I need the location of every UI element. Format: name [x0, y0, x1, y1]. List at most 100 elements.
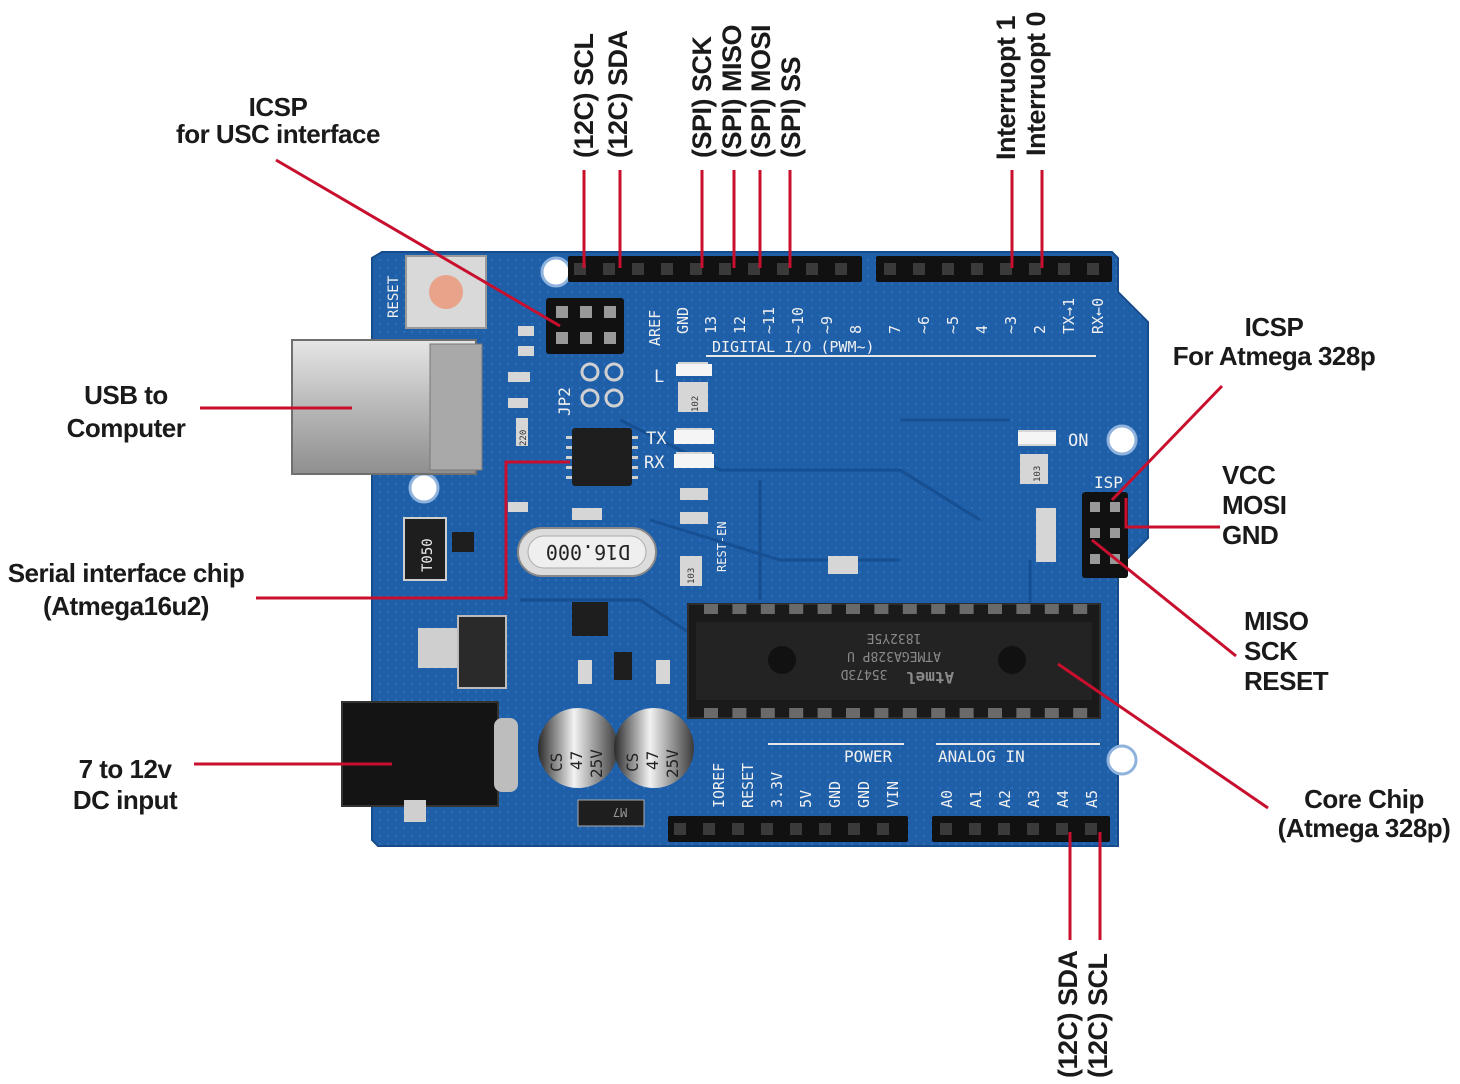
callout-vcc: VCC [1222, 460, 1276, 490]
chip-pin [902, 708, 917, 718]
chip-pin [817, 604, 832, 614]
callout-icsp-atmega-line2: For Atmega 328p [1172, 341, 1376, 371]
silk-cap-v-1: 25V [587, 749, 606, 778]
small-ic [572, 602, 608, 636]
dc-jack [341, 701, 499, 807]
header-hole [1085, 823, 1097, 835]
callout-serial-chip-line2: (Atmega16u2) [43, 591, 209, 621]
callout-icsp-usb-line2: for USC interface [176, 119, 380, 149]
header-hole [1058, 263, 1070, 275]
callout-core-chip: Core Chip (Atmega 328p) [1268, 784, 1460, 844]
chip-pin [1016, 604, 1031, 614]
callout-icsp-usb-line1: ICSP [248, 92, 308, 122]
silk-cap-val-2: 47 [643, 751, 662, 770]
silk-on: ON [1068, 431, 1088, 451]
t050-part [403, 517, 447, 581]
digital-pin-label: 2 [1031, 325, 1049, 334]
jp2-pads [580, 362, 624, 408]
l-led [676, 364, 712, 376]
chip-pin [1044, 708, 1059, 718]
diode [577, 799, 645, 827]
chip-pin [959, 604, 974, 614]
callout-usb: USB to Computer [52, 380, 200, 444]
analog-pin-label: A2 [996, 790, 1014, 808]
chip-pin [760, 708, 775, 718]
power-pin-label: IOREF [710, 763, 728, 808]
digital-pin-label: 13 [702, 316, 720, 334]
silk-cap-cs-1: CS [547, 753, 566, 772]
chip-pin [988, 604, 1002, 614]
chip-pin [902, 604, 917, 614]
power-pin-label: GND [826, 781, 844, 808]
header-hole [719, 263, 731, 275]
header-hole [942, 263, 954, 275]
chip-pin [817, 708, 832, 718]
digital-pin-label: ~9 [818, 316, 836, 334]
chip-pin [704, 604, 718, 614]
digital-pin-label: RX←0 [1089, 298, 1107, 334]
chip-pin [874, 708, 889, 718]
chip-pin [732, 708, 747, 718]
header-hole [806, 263, 818, 275]
header-hole [1087, 263, 1099, 275]
header-hole [835, 263, 847, 275]
header-hole [748, 263, 760, 275]
chip-pin [704, 708, 718, 718]
header-hole [913, 263, 925, 275]
header-hole [690, 263, 702, 275]
silk-rx: RX [644, 453, 665, 473]
voltage-regulator [418, 628, 458, 668]
callout-dc-input-line2: DC input [72, 785, 178, 815]
silk-220: 220 [519, 430, 529, 446]
digital-pin-label: ~11 [760, 307, 778, 334]
silk-jp2: JP2 [555, 387, 574, 416]
silk-rest-en: REST-EN [715, 521, 729, 572]
power-pin-label: VIN [884, 781, 902, 808]
silk-gnd: GND [674, 307, 692, 334]
chip-pin [789, 604, 804, 614]
top-label-spi-ss: (SPI) SS [776, 56, 806, 158]
callout-gnd: GND [1222, 520, 1279, 550]
header-hole [732, 823, 744, 835]
chip-pin [789, 708, 804, 718]
header-hole [998, 823, 1010, 835]
header-hole [1056, 823, 1068, 835]
power-pin-label: 3.3V [768, 772, 786, 808]
leader-lines [194, 158, 1269, 940]
digital-pin-label: 8 [847, 325, 865, 334]
callout-core-chip-line2: (Atmega 328p) [1277, 813, 1451, 843]
power-pin-label: RESET [739, 763, 757, 808]
header-hole [661, 263, 673, 275]
header-hole [1029, 263, 1041, 275]
digital-pin-label: ~6 [915, 316, 933, 334]
callout-dc-input-line1: 7 to 12v [78, 754, 172, 784]
capacitor-left [538, 708, 618, 788]
digital-pin-label: ~5 [944, 316, 962, 334]
digital-pin-label: ~10 [789, 307, 807, 334]
capacitor-right [614, 708, 694, 788]
chip-pin [1016, 708, 1031, 718]
digital-pin-label: ~3 [1002, 316, 1020, 334]
chip-line2: ATMEGA328P U [847, 648, 941, 663]
top-label-sda: (12C) SDA [603, 30, 633, 158]
silk-cap-val-1: 47 [567, 751, 586, 770]
callout-reset: RESET [1244, 666, 1329, 696]
atmega16u2-chip [572, 428, 632, 486]
chip-pin [846, 708, 860, 718]
silk-tx: TX [646, 429, 667, 449]
callout-miso: MISO [1244, 606, 1309, 636]
tx-led [674, 430, 714, 444]
traces [520, 418, 1032, 642]
top-label-int1: Interruopt 1 [991, 15, 1021, 160]
silk-cap-cs-2: CS [623, 753, 642, 772]
callout-icsp-atmega-line1: ICSP [1244, 312, 1304, 342]
chip-pin [1044, 604, 1059, 614]
silk-cap-v-2: 25V [663, 749, 682, 778]
header-hole [819, 823, 831, 835]
chip-line3: 35473D [840, 666, 887, 681]
silk-aref: AREF [646, 310, 664, 346]
callout-dc-input: 7 to 12v DC input [56, 754, 194, 816]
chip-pin [931, 708, 946, 718]
